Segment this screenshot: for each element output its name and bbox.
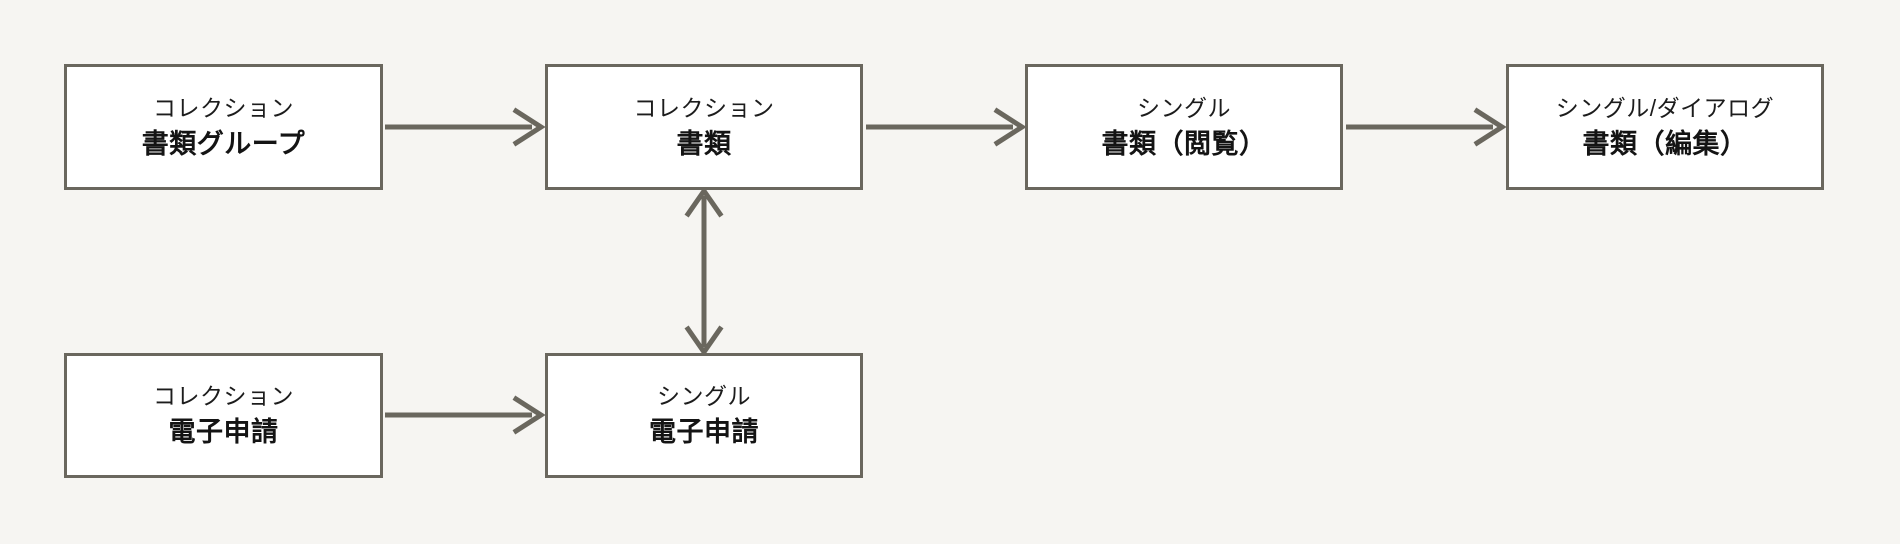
node-kind-label: コレクション	[153, 383, 294, 409]
arrow-bidirectional-document-eapplication	[684, 186, 724, 357]
node-kind-label: シングル	[657, 383, 751, 409]
node-document-collection[interactable]: コレクション 書類	[545, 64, 863, 190]
node-title-label: 電子申請	[649, 417, 759, 447]
node-document-edit[interactable]: シングル/ダイアログ 書類（編集）	[1506, 64, 1824, 190]
node-eapplication-single[interactable]: シングル 電子申請	[545, 353, 863, 478]
node-eapplication-collection[interactable]: コレクション 電子申請	[64, 353, 383, 478]
node-document-group[interactable]: コレクション 書類グループ	[64, 64, 383, 190]
node-kind-label: シングル/ダイアログ	[1555, 94, 1775, 121]
arrow-document-to-document-view	[866, 107, 1027, 147]
arrow-document-group-to-document	[385, 107, 546, 147]
node-title-label: 書類（編集）	[1582, 128, 1748, 159]
arrow-document-view-to-document-edit	[1346, 107, 1507, 147]
node-title-label: 電子申請	[168, 417, 279, 447]
node-title-label: 書類（閲覧）	[1101, 128, 1267, 159]
arrow-eapplication-collection-to-single	[385, 395, 546, 435]
node-title-label: 書類グループ	[141, 128, 306, 159]
node-kind-label: コレクション	[153, 94, 294, 121]
node-kind-label: コレクション	[633, 94, 775, 121]
node-kind-label: シングル	[1137, 94, 1231, 121]
node-document-view[interactable]: シングル 書類（閲覧）	[1025, 64, 1343, 190]
node-title-label: 書類	[676, 128, 732, 159]
